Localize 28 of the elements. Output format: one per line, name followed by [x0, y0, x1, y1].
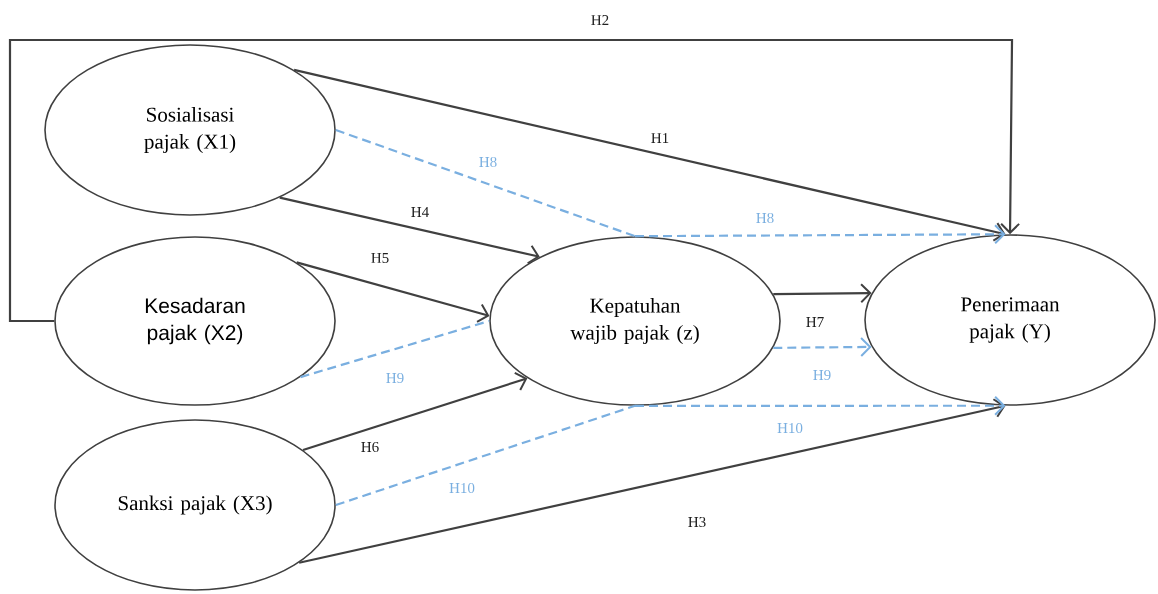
- edge-label: H4: [409, 206, 431, 218]
- edge-label: H8: [754, 211, 776, 225]
- edge-label: H9: [384, 371, 406, 385]
- edge-label: H9: [811, 368, 833, 382]
- ellipse-node: Kesadaran pajak (X2): [54, 236, 336, 406]
- ellipse-node: Sosialisasi pajak (X1): [44, 44, 336, 216]
- arrow: [302, 371, 528, 451]
- arrow: [298, 398, 1006, 564]
- edge-label: H3: [686, 515, 708, 529]
- arrow: [279, 196, 540, 265]
- ellipse-node: Sanksi pajak (X3): [54, 419, 336, 591]
- edge-label: H7: [804, 316, 826, 328]
- ellipse-node: Penerimaan pajak (Y): [864, 234, 1156, 406]
- edge-label: H10: [776, 421, 804, 435]
- edge-label: H6: [359, 440, 381, 454]
- arrow: [296, 261, 490, 323]
- arrow: [293, 68, 1006, 242]
- arrow: [773, 337, 872, 357]
- edge-label: H8: [477, 155, 499, 169]
- arrow: [773, 283, 872, 304]
- ellipse-node: Kepatuhan wajib pajak (z): [489, 236, 781, 406]
- arrow: [8, 38, 1021, 323]
- edge-label: H5: [369, 252, 391, 264]
- edge-label: H1: [649, 132, 671, 144]
- edge-label: H2: [589, 14, 611, 26]
- arrow: [635, 395, 1006, 416]
- edge-label: H10: [448, 481, 476, 495]
- arrow: [635, 224, 1006, 245]
